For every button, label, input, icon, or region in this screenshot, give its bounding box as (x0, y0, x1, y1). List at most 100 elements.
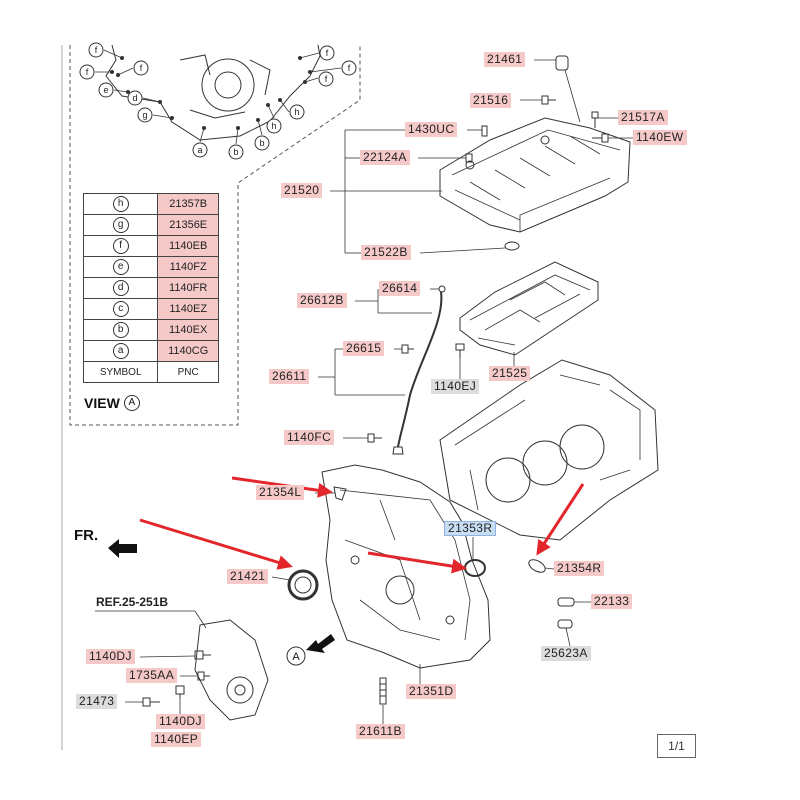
part-callout-04[interactable]: 1140EW (633, 130, 687, 145)
part-callout-22[interactable]: 1140DJ (86, 649, 135, 664)
detail-outline (105, 44, 321, 141)
svg-text:e: e (103, 85, 108, 95)
detail-marker: b (254, 135, 270, 151)
part-callout-18[interactable]: 21421 (227, 569, 269, 584)
dipstick-o-ring (438, 285, 446, 293)
pnc-cell[interactable]: 1140EZ (157, 298, 219, 320)
small-parts (142, 55, 609, 707)
part-callout-09[interactable]: 26614 (379, 281, 421, 296)
part-callout-10[interactable]: 26612B (297, 293, 347, 308)
part-callout-24[interactable]: 21473 (76, 694, 118, 709)
part-callout-25[interactable]: 1140DJ (156, 714, 205, 729)
table-row: h 21357B (82, 193, 219, 215)
oil-pan-ribs (451, 129, 621, 232)
view-title-text: VIEW (84, 395, 120, 411)
dowel-part (465, 153, 473, 163)
timing-cover-outline (321, 464, 491, 669)
detail-marker: f (341, 60, 357, 76)
bolt-part (401, 344, 414, 354)
part-callout-26[interactable]: 1140EP (151, 732, 202, 747)
symbol-marker: f (112, 238, 129, 254)
svg-text:A: A (292, 651, 300, 663)
detail-marker: a (192, 142, 208, 158)
part-callout-02[interactable]: 21516 (470, 93, 512, 108)
front-direction-label: FR. (74, 527, 99, 544)
baffle-outline (459, 261, 599, 356)
part-callout-06[interactable]: 22124A (360, 150, 410, 165)
pnc-cell[interactable]: 21356E (157, 214, 219, 236)
cylinder-bore (559, 424, 605, 470)
pnc-cell[interactable]: 1140FR (157, 277, 219, 299)
part-callout-23[interactable]: 1735AA (126, 668, 178, 683)
oil-pan-boss (540, 135, 550, 145)
pnc-cell[interactable]: 1140CG (157, 340, 219, 362)
pnc-cell[interactable]: 21357B (157, 193, 219, 215)
pnc-cell[interactable]: 1140EX (157, 319, 219, 341)
bolt-part (197, 671, 210, 681)
part-callout-07[interactable]: 21520 (281, 183, 323, 198)
detail-marker: f (133, 60, 149, 76)
part-callout-05[interactable]: 1430UC (405, 122, 458, 137)
view-a-dashed-frame (69, 45, 361, 426)
part-callout-20[interactable]: 22133 (591, 594, 633, 609)
svg-text:b: b (233, 147, 238, 157)
part-callout-16[interactable]: 21354L (256, 485, 305, 500)
part-callout-11[interactable]: 26615 (343, 341, 385, 356)
detail-marker: e (98, 82, 114, 98)
symbol-marker: h (112, 196, 129, 212)
bolt-part (455, 343, 465, 358)
bolt-part (591, 111, 599, 128)
gasket-part (528, 559, 546, 573)
table-row: e 1140FZ (82, 256, 219, 278)
view-a-detail-drawing: f f f f f f e d g a b b h h (79, 42, 357, 160)
svg-text:f: f (348, 63, 351, 73)
detail-marker: d (127, 90, 143, 106)
part-callout-12[interactable]: 26611 (269, 369, 310, 384)
detail-marker: f (319, 45, 335, 61)
seal-ring-part (504, 241, 520, 251)
part-callout-28[interactable]: 21351D (406, 684, 457, 699)
part-callout-03[interactable]: 21517A (618, 110, 668, 125)
pnc-cell[interactable]: 1140EB (157, 235, 219, 257)
table-row: f 1140EB (82, 235, 219, 257)
symbol-marker: g (112, 217, 129, 233)
page-indicator: 1/1 (657, 734, 696, 758)
symbol-marker: e (112, 259, 129, 275)
dipstick-handle (392, 446, 404, 455)
part-callout-15[interactable]: 1140FC (284, 430, 335, 445)
part-callout-08[interactable]: 21522B (361, 245, 411, 260)
detail-marker: b (228, 144, 244, 160)
red-highlight-arrows (139, 476, 585, 574)
pin-part (557, 619, 573, 629)
detail-marker: h (289, 104, 305, 120)
gasket-part (333, 486, 347, 501)
baffle-plate-drawing (459, 261, 599, 356)
part-callout-13[interactable]: 1140EJ (431, 379, 480, 394)
oil-pan-outline (439, 117, 631, 233)
timing-cover-bolt-hole (350, 555, 360, 565)
part-callout-17[interactable]: 21353R (444, 521, 497, 536)
water-pump-pulley (226, 676, 254, 704)
dipstick-drawing (392, 285, 446, 455)
symbol-cell: b (82, 319, 159, 341)
part-callout-27[interactable]: 21611B (356, 724, 405, 739)
svg-text:b: b (259, 138, 264, 148)
part-callout-14[interactable]: 21525 (489, 366, 531, 381)
view-a-marker: A (286, 646, 306, 666)
bolt-part (367, 433, 382, 443)
pnc-cell[interactable]: 1140FZ (157, 256, 219, 278)
arrow-icon (306, 634, 335, 653)
detail-hub-inner (214, 71, 242, 99)
baffle-ribs (469, 274, 591, 346)
water-pump-hub (234, 684, 246, 696)
sensor-wire (564, 69, 581, 123)
reference-note[interactable]: REF.25-251B (96, 595, 169, 609)
part-callout-01[interactable]: 21461 (484, 52, 526, 67)
symbol-cell: h (82, 193, 159, 215)
part-callout-19[interactable]: 21354R (554, 561, 605, 576)
part-callout-21[interactable]: 25623A (541, 646, 591, 661)
